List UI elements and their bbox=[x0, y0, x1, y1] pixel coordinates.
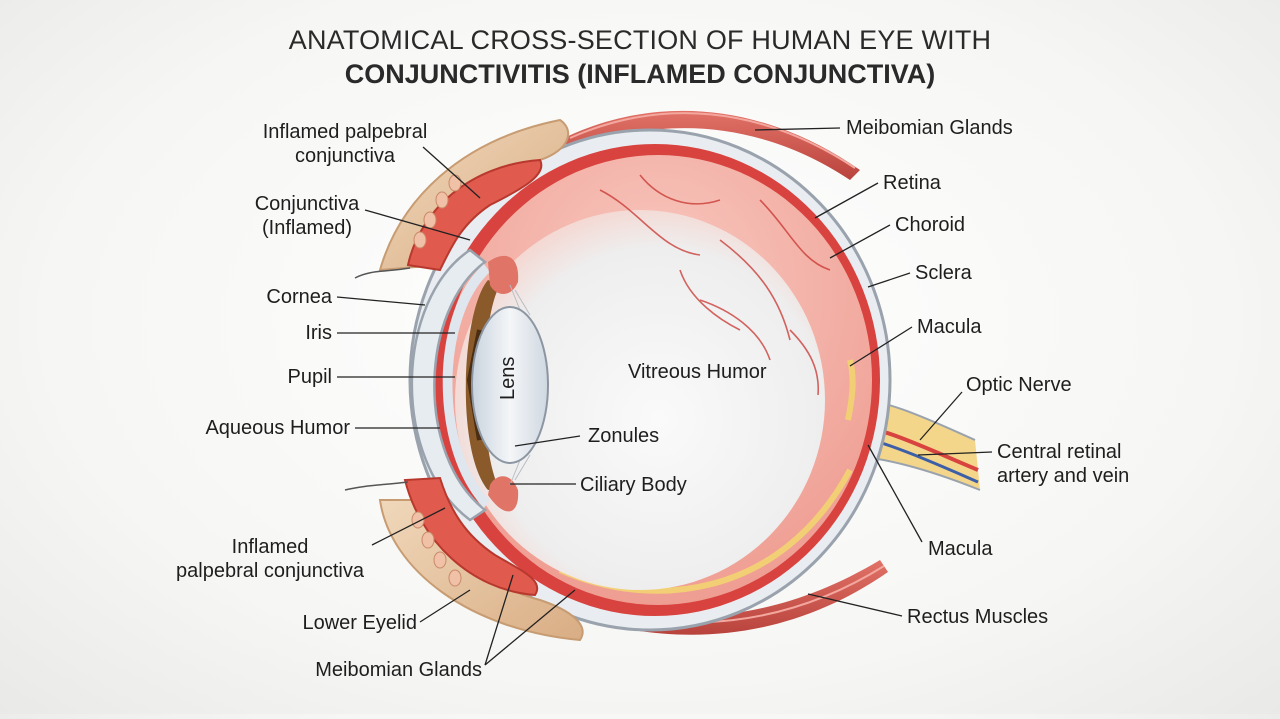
label-sclera: Sclera bbox=[915, 262, 972, 284]
diagram-title-line1: ANATOMICAL CROSS-SECTION OF HUMAN EYE WI… bbox=[288, 25, 992, 55]
vitreous-body bbox=[455, 210, 825, 590]
cornea bbox=[410, 248, 488, 522]
leader-lines bbox=[336, 127, 993, 666]
upper-rectus-muscle bbox=[560, 110, 860, 180]
label-aqueous-humor: Aqueous Humor bbox=[205, 417, 350, 439]
label-lens: Lens bbox=[497, 356, 519, 400]
lens bbox=[471, 306, 549, 464]
label-macula-top: Macula bbox=[917, 316, 982, 338]
ciliary-body-top bbox=[488, 255, 519, 295]
label-ciliary-body: Ciliary Body bbox=[580, 474, 687, 496]
label-inflamed-palpebral-conjunctiva-top: Inflamed palpebral conjunctiva bbox=[262, 121, 428, 167]
label-iris: Iris bbox=[305, 322, 332, 344]
label-pupil: Pupil bbox=[287, 366, 332, 388]
label-conjunctiva-inflamed: Conjunctiva (Inflamed) bbox=[254, 193, 360, 239]
label-lower-eyelid: Lower Eyelid bbox=[302, 612, 417, 634]
label-optic-nerve: Optic Nerve bbox=[966, 374, 1072, 396]
label-choroid: Choroid bbox=[895, 214, 966, 236]
diagram-title-line2: CONJUNCTIVITIS (INFLAMED CONJUNCTIVA) bbox=[344, 59, 936, 89]
label-zonules: Zonules bbox=[588, 425, 660, 447]
lower-inflamed-conjunctiva bbox=[403, 476, 539, 597]
label-meibomian-glands-top: Meibomian Glands bbox=[846, 117, 1013, 139]
lower-meibomian-glands bbox=[411, 511, 462, 587]
label-retina: Retina bbox=[883, 172, 941, 194]
label-meibomian-glands-bottom: Meibomian Glands bbox=[315, 659, 482, 681]
label-vitreous-humor: Vitreous Humor bbox=[628, 361, 767, 383]
ciliary-body-bottom bbox=[488, 476, 519, 512]
label-macula-bottom: Macula bbox=[928, 538, 993, 560]
label-cornea: Cornea bbox=[266, 286, 332, 308]
zonules bbox=[509, 284, 531, 486]
retinal-vessels bbox=[599, 174, 831, 396]
label-central-retinal-artery-vein: Central retinal artery and vein bbox=[997, 441, 1130, 487]
label-rectus-muscles: Rectus Muscles bbox=[907, 606, 1049, 628]
label-inflamed-palpebral-conjunctiva-bottom: Inflamed palpebral conjunctiva bbox=[176, 536, 364, 582]
